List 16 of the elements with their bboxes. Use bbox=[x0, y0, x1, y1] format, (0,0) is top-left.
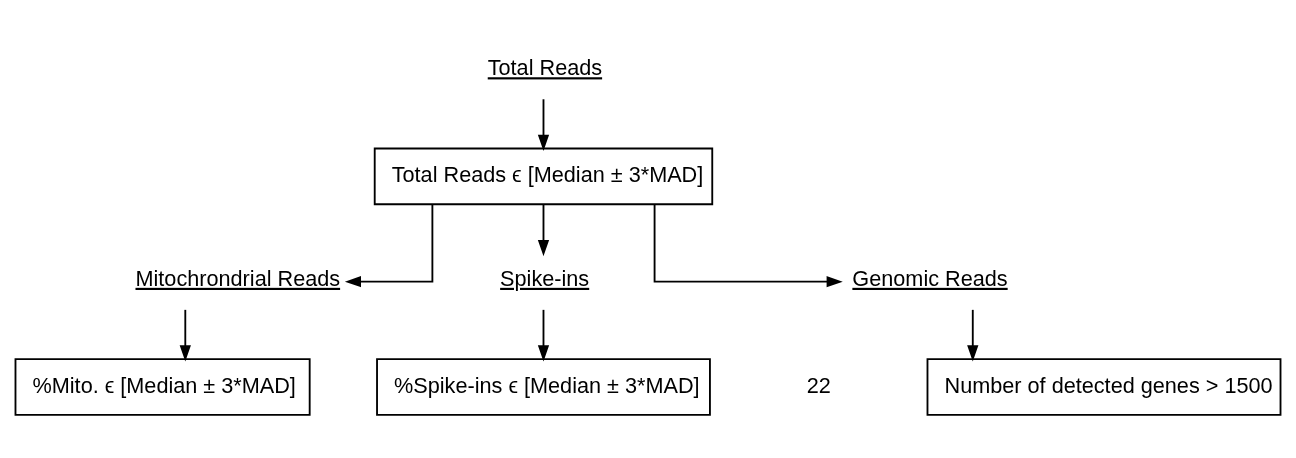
arrow bbox=[537, 98, 550, 151]
node-box: %Mito. ϵ [Median ± 3*MAD] bbox=[14, 358, 311, 416]
node-box: Total Reads ϵ [Median ± 3*MAD] bbox=[373, 147, 714, 206]
arrow bbox=[344, 203, 434, 288]
node-text: Total Reads bbox=[487, 55, 603, 81]
arrow bbox=[179, 308, 191, 362]
node-text: Mitochrondrial Reads bbox=[135, 265, 341, 291]
arrow bbox=[967, 308, 979, 362]
arrow bbox=[653, 203, 843, 288]
arrow bbox=[537, 308, 550, 362]
node-text: Genomic Reads bbox=[852, 265, 1008, 291]
node-text: Spike-ins bbox=[500, 265, 590, 291]
node-box: %Spike-ins ϵ [Median ± 3*MAD] bbox=[376, 358, 711, 416]
arrow bbox=[537, 203, 550, 257]
node-box: Number of detected genes > 1500 bbox=[926, 358, 1282, 416]
label: 22 bbox=[806, 372, 831, 398]
